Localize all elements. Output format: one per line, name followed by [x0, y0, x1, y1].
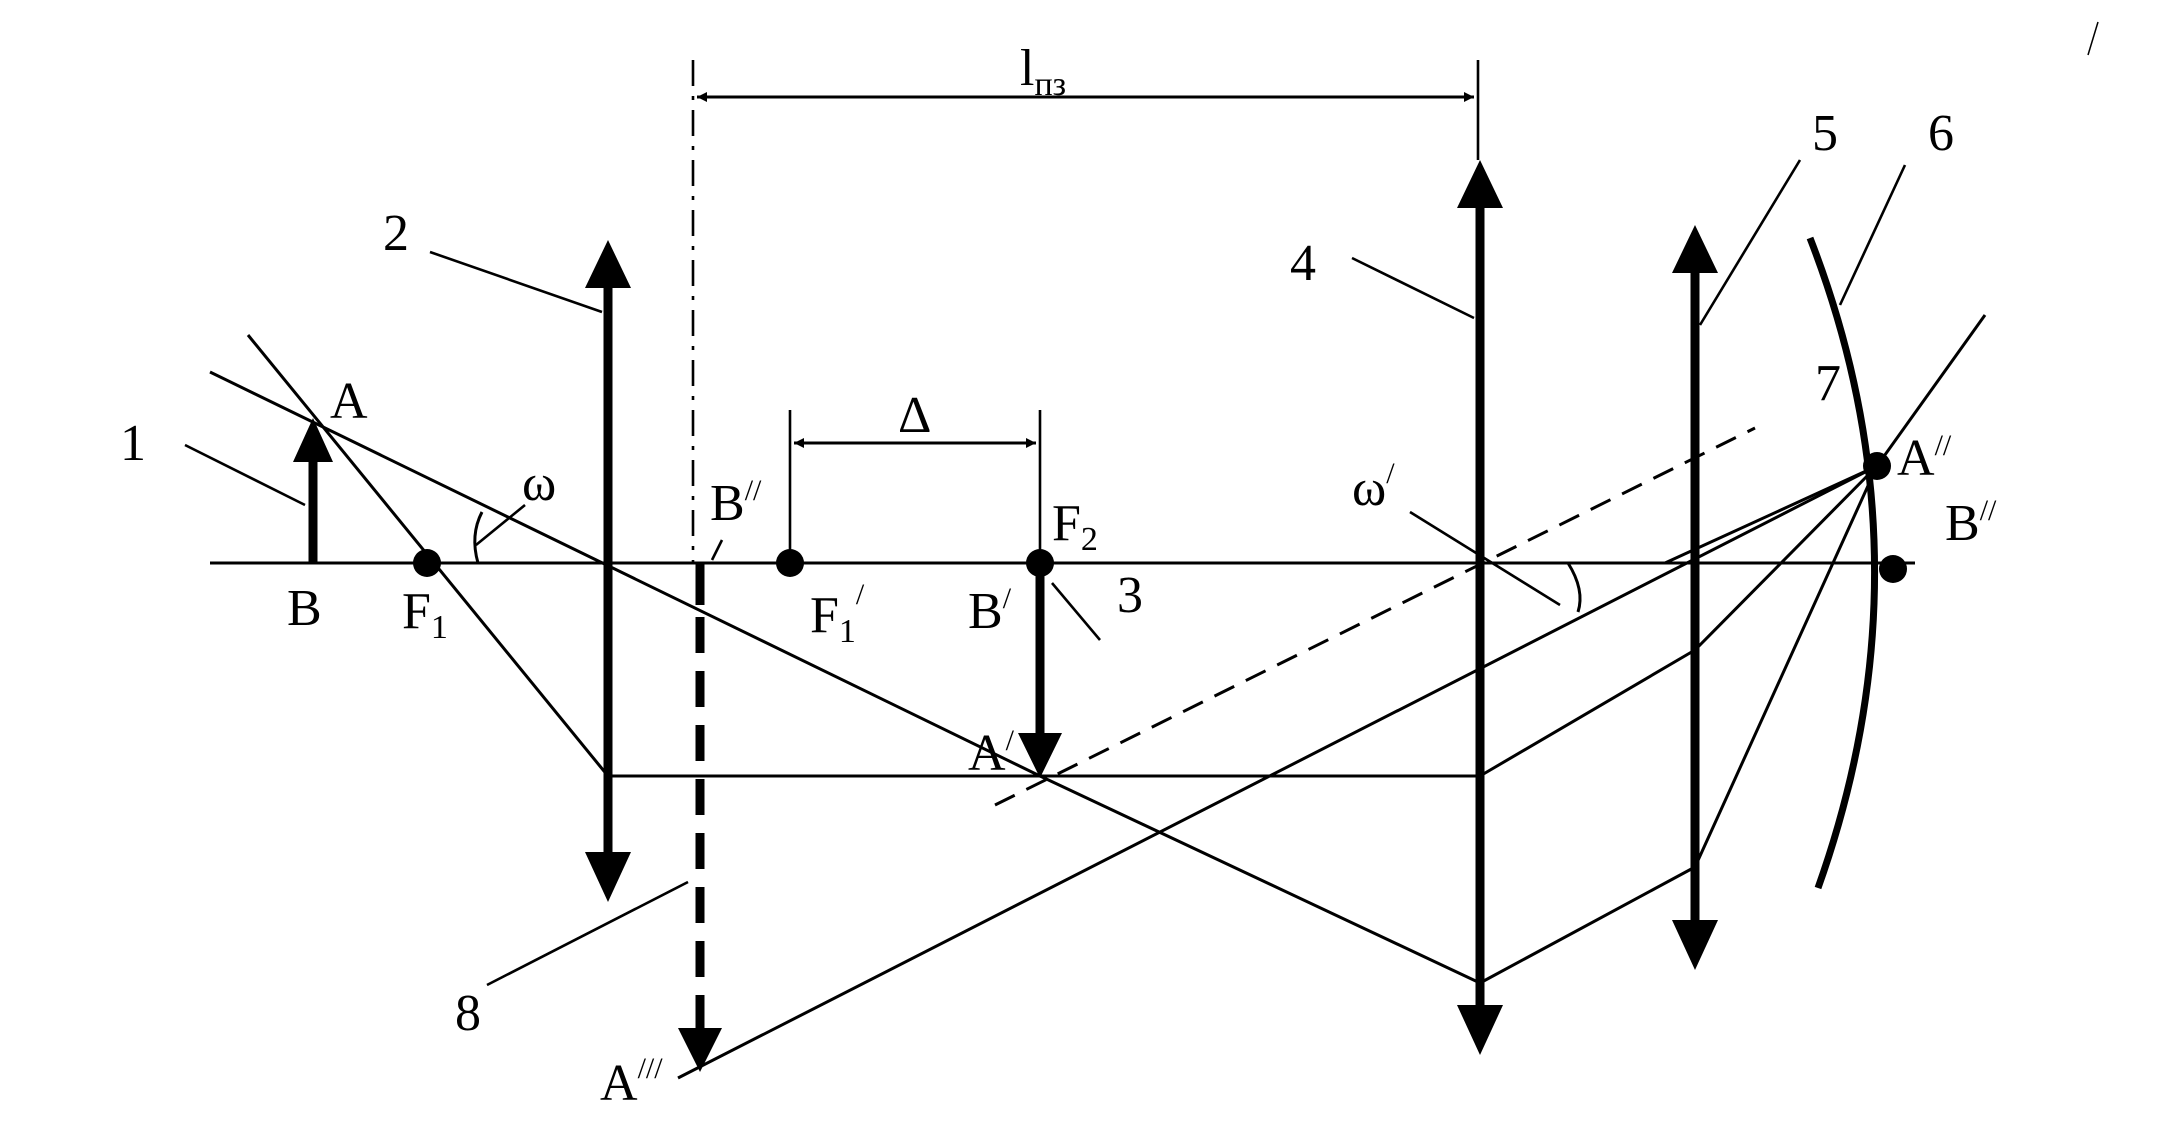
leader-5 — [1698, 159, 1802, 326]
label-omega-prime: ω/ — [1352, 457, 1395, 517]
point-f1-prime — [776, 549, 804, 577]
ray-cross-down — [1039, 774, 1481, 985]
callout-2: 2 — [383, 205, 409, 262]
label-f1: F1 — [402, 583, 448, 646]
label-a: A — [330, 373, 368, 430]
angle-omega-arc — [473, 511, 484, 564]
label-omega: ω — [522, 455, 556, 512]
lens-2-arrow-top — [585, 240, 631, 288]
point-f2 — [1026, 549, 1054, 577]
ray-a2-up-right — [1875, 314, 1987, 467]
leader-2 — [429, 250, 603, 314]
image-arrow-head — [1018, 733, 1062, 778]
image-surface — [1806, 236, 1879, 890]
ray-chief-oblique — [209, 370, 1041, 778]
point-a2 — [1863, 452, 1891, 480]
field-element-arrow-bottom — [678, 1028, 722, 1072]
leader-4 — [1351, 256, 1475, 320]
leader-1 — [184, 443, 306, 507]
callout-5: 5 — [1812, 105, 1838, 162]
lens-5-arrow-top — [1672, 225, 1718, 273]
leader-omega-prime — [1409, 510, 1561, 607]
ray-lens4-to-lens5-up — [1479, 648, 1696, 778]
lens-2-arrow-bottom — [585, 852, 631, 902]
ray-dashed-field — [994, 426, 1756, 807]
ray-lens5-to-a2-up — [1693, 464, 1879, 652]
leader-omega — [475, 503, 526, 547]
label-a-double-prime: A// — [1897, 429, 1952, 487]
leader-8 — [486, 880, 689, 987]
callout-4: 4 — [1290, 235, 1316, 292]
ray-lens5-to-a2-low — [1693, 465, 1879, 868]
leader-b2 — [710, 539, 724, 561]
point-f1 — [413, 549, 441, 577]
leader-6 — [1838, 164, 1907, 306]
label-a-triple-prime: A/// — [600, 1052, 663, 1112]
label-b-prime: B/ — [968, 582, 1012, 640]
label-delta: Δ — [898, 387, 931, 444]
label-b: B — [287, 580, 322, 637]
label-lpz: lпз — [1020, 40, 1066, 103]
ray-lens4-to-lens5-low — [1479, 865, 1696, 985]
angle-omega-prime-arc — [1566, 562, 1582, 613]
callout-6: 6 — [1928, 105, 1954, 162]
lens-5-arrow-bottom — [1672, 920, 1718, 970]
label-b2: B// — [710, 474, 762, 532]
leader-3 — [1051, 582, 1101, 641]
label-f2: F2 — [1052, 495, 1098, 558]
callout-1: 1 — [120, 415, 146, 472]
callout-7: 7 — [1815, 355, 1841, 412]
label-b-double-prime: B// — [1945, 494, 1997, 552]
label-f1-prime: F1/ — [810, 578, 865, 650]
lens-4-arrow-top — [1457, 160, 1503, 208]
ray-a3-to-a2 — [677, 464, 1878, 1080]
lens-4-arrow-bottom — [1457, 1005, 1503, 1055]
ray-a2-through-axis — [1664, 464, 1878, 565]
stray-mark — [2087, 21, 2099, 56]
point-b2 — [1879, 555, 1907, 583]
label-a-prime: A/ — [968, 724, 1015, 782]
object-arrow-head — [293, 418, 333, 462]
callout-8: 8 — [455, 985, 481, 1042]
callout-3: 3 — [1117, 567, 1143, 624]
